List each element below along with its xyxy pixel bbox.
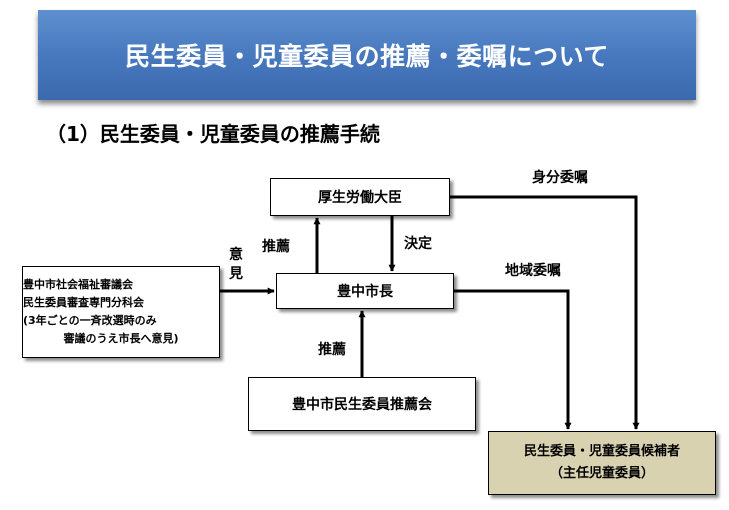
edge-label-opinion: 意 見	[228, 246, 244, 284]
committee-node: 豊中市民生委員推薦会	[248, 377, 476, 431]
arrow-minister-to-candidate	[450, 195, 640, 430]
candidate-node: 民生委員・児童委員候補者 （主任児童委員）	[488, 431, 716, 495]
council-line-2: 民生委員審査専門分科会	[23, 296, 144, 309]
candidate-line-1: 民生委員・児童委員候補者	[523, 444, 680, 459]
opinion-char-2: 見	[229, 266, 243, 282]
opinion-char-1: 意	[229, 247, 243, 263]
edge-label-regional-commission: 地域委嘱	[505, 263, 561, 279]
mayor-label: 豊中市長	[337, 284, 393, 300]
candidate-line-2: （主任児童委員）	[549, 466, 654, 481]
edge-label-recommend-mayor: 推薦	[318, 342, 346, 358]
edge-label-decision: 決定	[404, 236, 432, 252]
minister-node: 厚生労働大臣	[270, 178, 450, 216]
page-title: 民生委員・児童委員の推薦・委嘱について	[125, 42, 609, 71]
council-line-3: (3年ごとの一斉改選時のみ	[23, 314, 157, 327]
mayor-node: 豊中市長	[276, 273, 454, 309]
arrow-mayor-to-candidate	[454, 289, 572, 430]
title-banner: 民生委員・児童委員の推薦・委嘱について	[38, 10, 696, 100]
council-node: 豊中市社会福祉審議会 民生委員審査専門分科会 (3年ごとの一斉改選時のみ 審議の…	[22, 266, 220, 358]
edge-label-recommend-minister: 推薦	[262, 239, 290, 255]
section-heading: （1）民生委員・児童委員の推薦手続	[46, 122, 380, 146]
council-line-1: 豊中市社会福祉審議会	[23, 278, 133, 291]
edge-label-status-commission: 身分委嘱	[532, 170, 588, 186]
committee-label: 豊中市民生委員推薦会	[292, 397, 432, 413]
minister-label: 厚生労働大臣	[318, 190, 402, 206]
council-line-4: 審議のうえ市長へ意見)	[63, 332, 179, 345]
